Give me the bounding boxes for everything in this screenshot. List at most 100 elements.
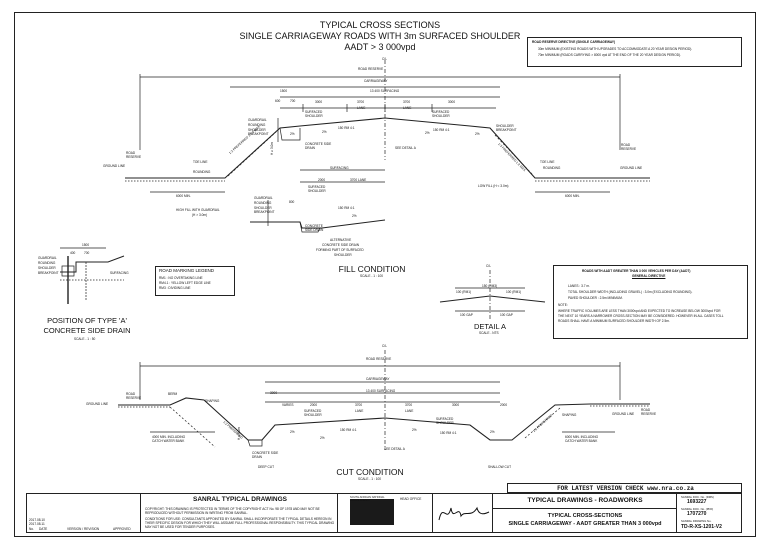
detail-a-d100a: 100 (RM1) xyxy=(456,290,472,294)
drain-breakpoint: BREAKPOINT xyxy=(38,271,59,275)
revision-table: 2017.08.10 2017.08.11 No. DATE VERSION /… xyxy=(27,494,141,533)
cut-d2000a: 2000 xyxy=(310,403,318,407)
detail-a-scale: SCALE - NTS xyxy=(479,331,499,335)
fill-d3700a: 3700 xyxy=(357,100,365,104)
sanral-logo-panel: SOUTH AFRICAN NATIONAL ROADS AGENCY HEAD… xyxy=(337,494,433,533)
alt-drain: CONCRETE SIDE DRAIN xyxy=(305,224,324,232)
fill-surfacing: 13 400 SURFACING xyxy=(370,89,400,93)
sanral-logo-text: SOUTH AFRICAN NATIONAL ROADS AGENCY xyxy=(350,496,385,502)
cut-pct-c: 2% xyxy=(412,428,417,432)
alt-surf-shoulder: SURFACED SHOULDER xyxy=(308,185,326,193)
aadt-note-item1: LANES : 3.7 m. xyxy=(568,284,590,288)
fill-toe-line-b: TOE LINE xyxy=(540,160,555,164)
cut-d3000a: 3000 xyxy=(270,391,278,395)
cut-condition-scale: SCALE - 1 : 100 xyxy=(358,477,382,481)
alt-breakpoint: SHOULDER BREAKPOINT xyxy=(254,206,275,214)
cut-shallow-cut: SHALLOW CUT xyxy=(488,465,512,469)
reserve-note-line2: 70m MINIMUM (ROADS CARRYING > 8000 vpd A… xyxy=(538,53,682,57)
fill-shoulder-breakpoint-a: SHOULDER BREAKPOINT xyxy=(248,128,269,136)
cut-lane-b: LANE xyxy=(405,409,414,413)
cut-deep-cut: DEEP CUT xyxy=(258,465,275,469)
fill-see-detail: SEE DETAIL A xyxy=(395,146,416,150)
cut-concrete-side-drain: CONCRETE SIDE DRAIN xyxy=(252,451,279,459)
cut-ground-line-a: GROUND LINE xyxy=(86,402,109,406)
cut-road-reserve: ROAD RESERVE xyxy=(366,357,392,361)
cut-pct-d: 2% xyxy=(490,430,495,434)
org-title: SANRAL TYPICAL DRAWINGS xyxy=(192,496,287,503)
aadt-note-box: ROADS WITH AADT GREATER THAN 3 000 VEHIC… xyxy=(553,265,748,339)
cut-ground-line-b: GROUND LINE xyxy=(612,412,635,416)
drain-d700: 700 xyxy=(84,251,90,255)
fill-pct-b: 2% xyxy=(322,130,327,134)
drawing-no: TD-R-XS-1201-V2 xyxy=(681,524,722,530)
rev-version-label: VERSION / REVISION xyxy=(67,527,100,531)
fill-d3700b: 3700 xyxy=(403,100,411,104)
fill-condition-scale: SCALE - 1 : 100 xyxy=(360,274,384,278)
signature-icon xyxy=(438,506,490,521)
drain-title-1: POSITION OF TYPE 'A' xyxy=(47,316,127,325)
title-line-1: TYPICAL CROSS SECTIONS xyxy=(319,20,441,30)
fill-slope-b: 150 RM 4:1 xyxy=(433,128,450,132)
alt-d2000: 2000 xyxy=(318,178,326,182)
fill-lane-a: LANE xyxy=(357,106,366,110)
version-bar: FOR LATEST VERSION CHECK www.nra.co.za xyxy=(507,483,742,493)
cut-d3700a: 3700 xyxy=(355,403,363,407)
cut-road-reserve-right: ROAD RESERVE xyxy=(641,408,657,416)
drain-surfacing: SURFACING xyxy=(110,271,129,275)
cut-see-detail: SEE DETAIL A xyxy=(384,447,405,451)
rev-approved-label: APPROVED xyxy=(113,527,131,531)
legend-item-2: RM4.1 : YELLOW LEFT EDGE LINE xyxy=(159,281,211,285)
fill-d3000b: 3000 xyxy=(448,100,456,104)
cut-pct-b: 2% xyxy=(320,436,325,440)
drain-guardrail: GUARDRAIL xyxy=(38,256,57,260)
cut-berm: BERM xyxy=(168,392,178,396)
rev-no-label: No. xyxy=(29,527,34,531)
cut-slope-a: 150 RM 4:1 xyxy=(340,428,357,432)
alt-caption-4: SHOULDER xyxy=(334,253,352,257)
aadt-note-heading: ROADS WITH AADT GREATER THAN 3 000 VEHIC… xyxy=(582,269,691,273)
aadt-note-item3: PAVED SHOULDER : 2.5m MINIMUM. xyxy=(568,296,623,300)
fill-concrete-side-drain: CONCRETE SIDE DRAIN xyxy=(305,142,332,150)
legend-heading: ROAD MARKING LEGEND xyxy=(159,268,215,273)
drain-scale: SCALE - 1 : 50 xyxy=(74,337,96,341)
main-title: TYPICAL DRAWINGS - ROADWORKS xyxy=(527,497,643,504)
cut-cl: C/L xyxy=(382,344,387,348)
cut-d3700b: 3700 xyxy=(405,403,413,407)
aadt-note-note: NOTE: xyxy=(558,303,568,307)
doc-no2: 1707270 xyxy=(687,511,707,517)
detail-a-cl: C/L xyxy=(486,264,491,268)
aadt-note-line2: THE NEXT 10 YEARS A NARROWER CROSS-SECTI… xyxy=(558,314,724,318)
alt-caption-2: CONCRETE SIDE DRAIN xyxy=(322,243,360,247)
cut-condition-title: CUT CONDITION xyxy=(336,467,404,477)
alt-surfacing: SURFACING xyxy=(330,166,349,170)
fill-pct-c: 2% xyxy=(425,131,430,135)
sub-title-2: SINGLE CARRIAGEWAY - AADT GREATER THAN 3… xyxy=(508,521,662,527)
signature-panel xyxy=(433,494,493,533)
fill-road-reserve-right: ROAD RESERVE xyxy=(621,143,637,151)
doc-no-label: SANRAL DOC. No. (DMS) xyxy=(681,495,714,499)
cut-surf-shoulder-b: SURFACED SHOULDER xyxy=(436,417,454,425)
fill-ground-line-a: GROUND LINE xyxy=(103,164,126,168)
cut-road-reserve-left: ROAD RESERVE xyxy=(126,392,142,400)
fill-pct-a: 2% xyxy=(290,132,295,136)
cut-carriageway: CARRIAGEWAY xyxy=(366,377,390,381)
cut-d3000b: 3000 xyxy=(452,403,460,407)
fill-rounding-a: ROUNDING xyxy=(248,123,266,127)
drain-d1500: 1500 xyxy=(82,243,90,247)
fill-road-reserve: ROAD RESERVE xyxy=(358,67,384,71)
cut-catch-bank-b: 6000 MIN. INCLUDING CATCH WATER BANK xyxy=(565,435,599,443)
sanral-logo-icon xyxy=(350,499,394,525)
cut-pct-a: 2% xyxy=(290,430,295,434)
detail-a-gap-b: 100 GAP xyxy=(500,313,513,317)
fill-d6000b: 6000 MIN. xyxy=(565,194,580,198)
cut-lane-a: LANE xyxy=(355,409,364,413)
alt-d3700: 3700 LANE xyxy=(350,178,367,182)
fill-condition-title: FILL CONDITION xyxy=(338,264,406,274)
drain-title-2: CONCRETE SIDE DRAIN xyxy=(43,326,131,335)
rev-row-2: 2017.08.11 xyxy=(29,522,45,526)
fill-d3000a: 3000 xyxy=(315,100,323,104)
drawing-sheet xyxy=(14,12,756,537)
alt-rounding: ROUNDING xyxy=(254,201,272,205)
title-line-2: SINGLE CARRIAGEWAY ROADS WITH 3m SURFACE… xyxy=(239,31,521,41)
